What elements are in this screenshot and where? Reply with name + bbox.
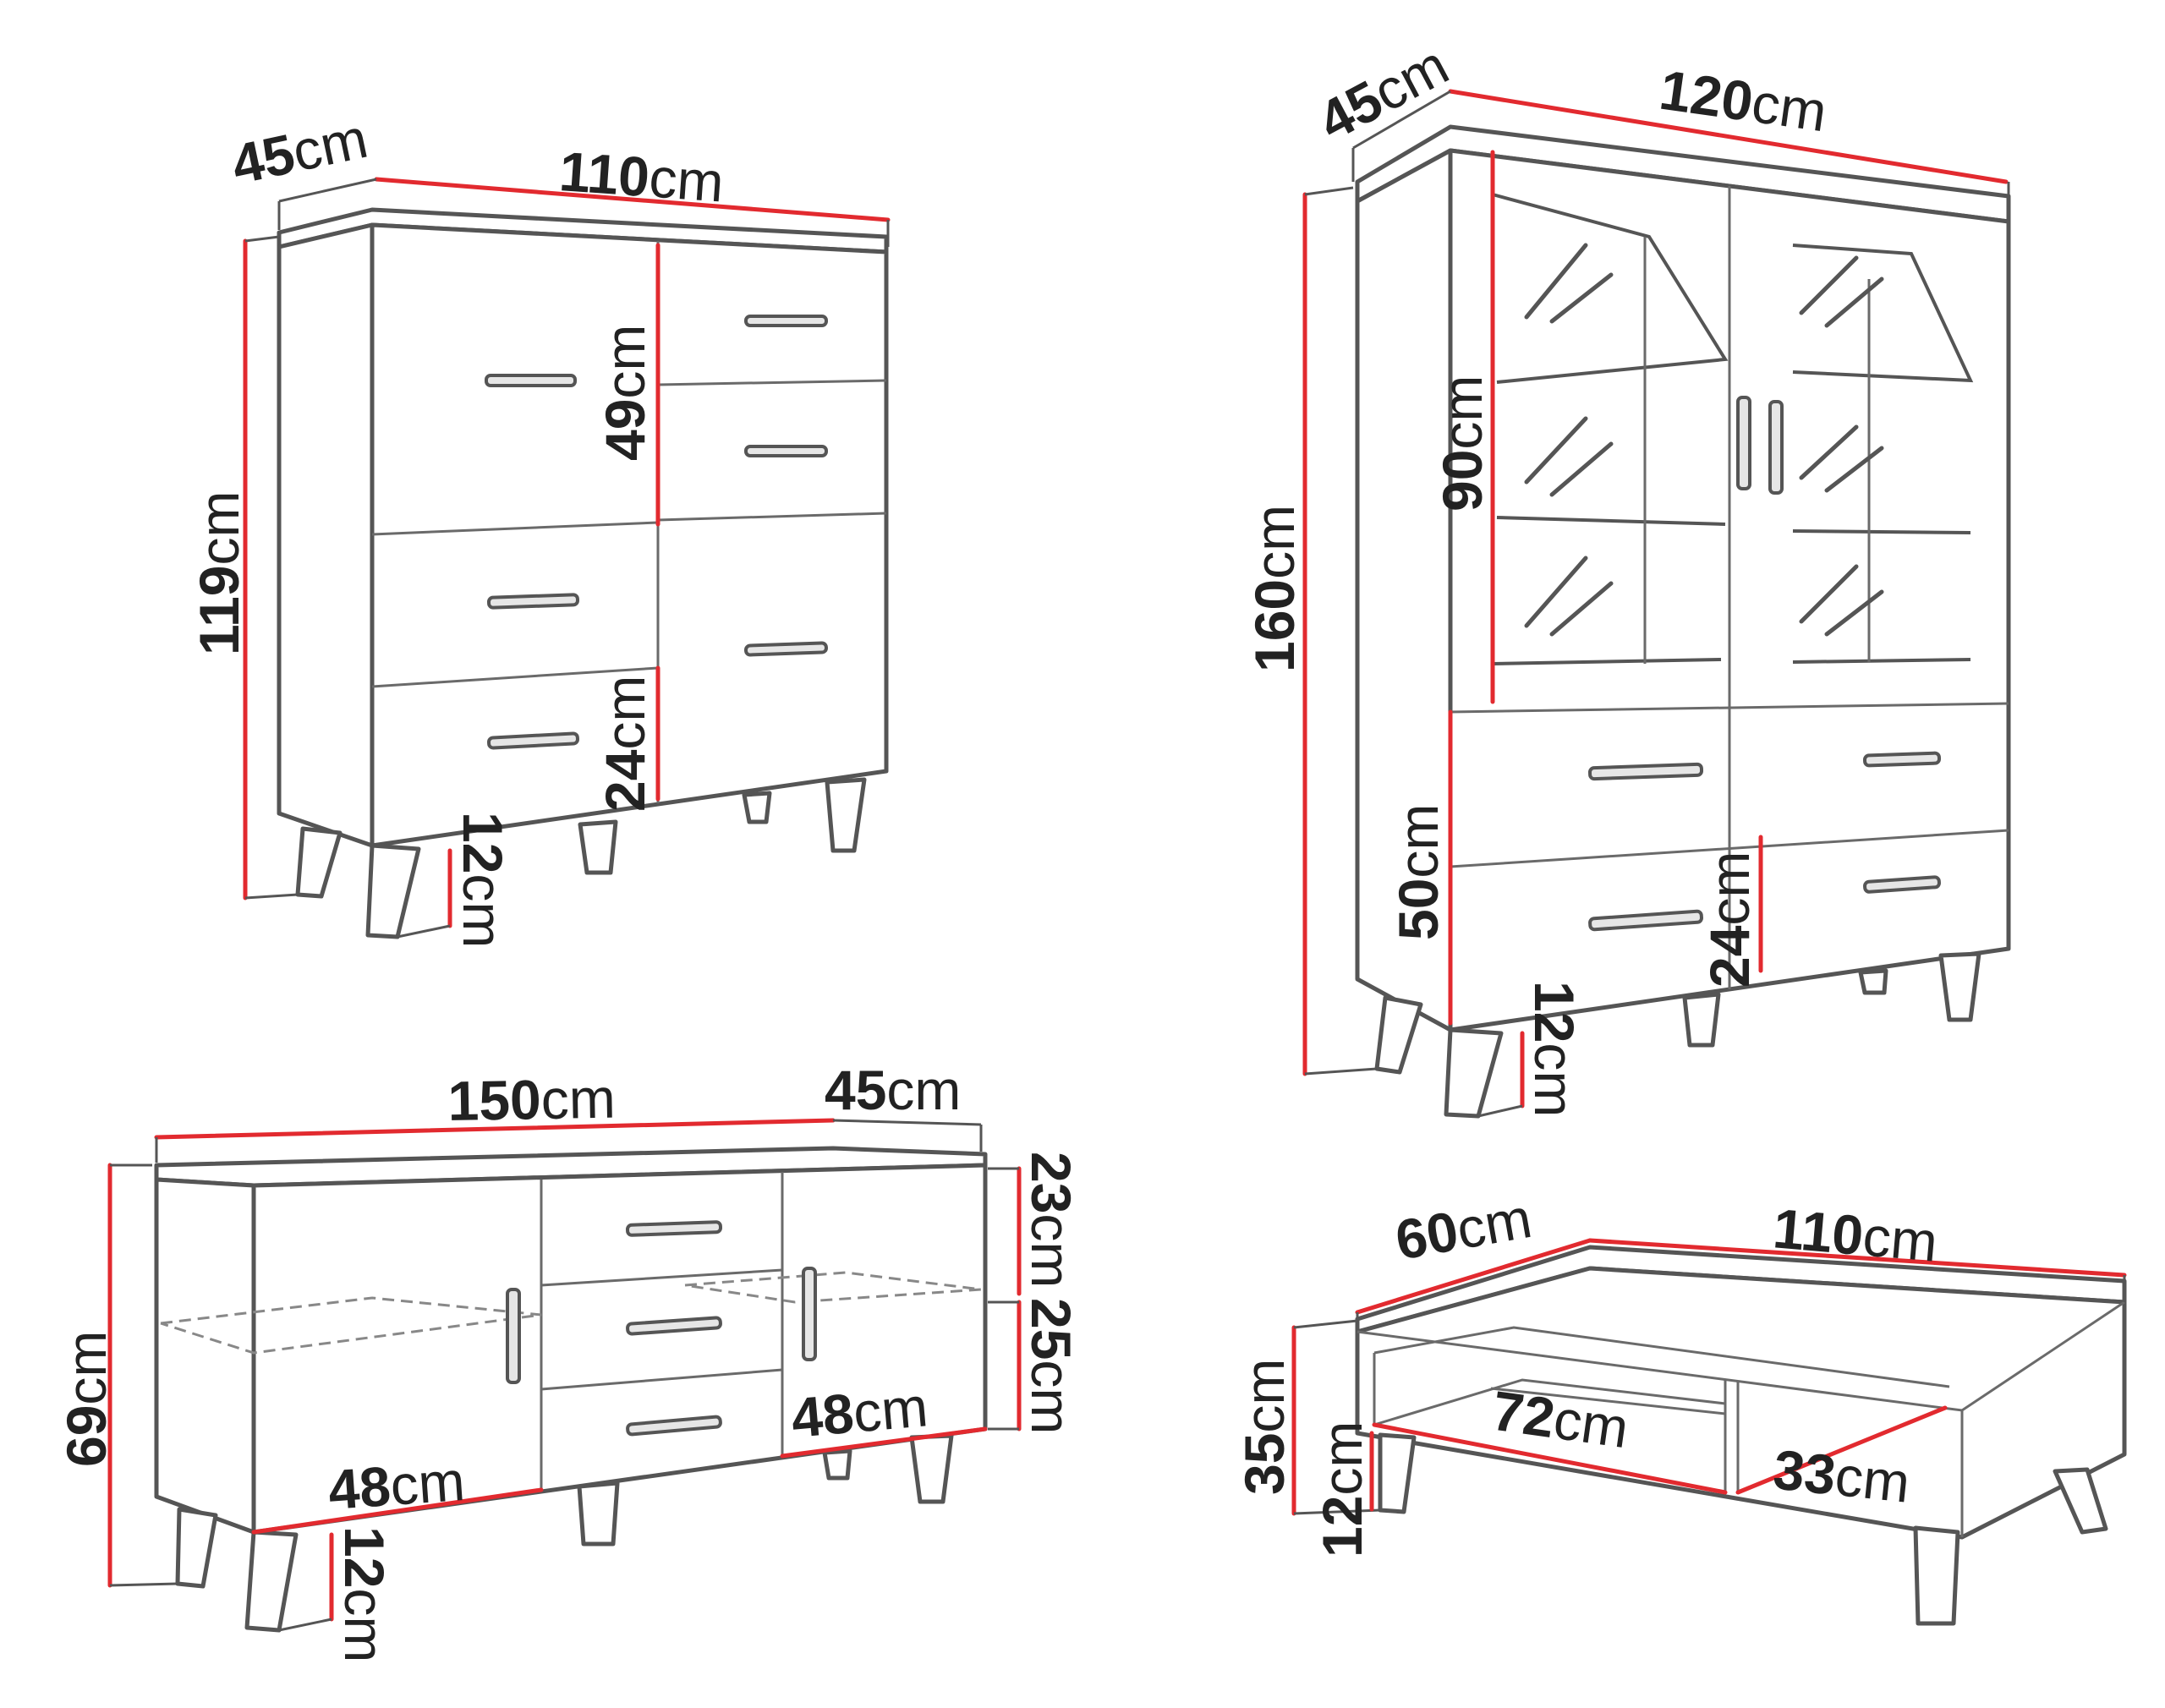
sideboard-left-door-label: 48cm	[326, 1449, 467, 1521]
highboard-upper-section-label: 49cm	[594, 325, 656, 461]
highboard-depth-label: 45cm	[227, 107, 373, 196]
sideboard-lower-compartment-label: 25cm	[1020, 1298, 1082, 1434]
sideboard-right-door-label: 48cm	[789, 1375, 930, 1449]
sideboard: 150cm 45cm 69cm 23cm 25cm 48cm 48cm 12cm	[55, 1059, 1082, 1662]
sideboard-height-label: 69cm	[55, 1331, 118, 1467]
vitrine-glass-section-label: 90cm	[1431, 375, 1494, 512]
table-width-line	[1587, 1238, 2127, 1278]
vitrine-drawer-label: 24cm	[1698, 851, 1761, 988]
table-leg-label: 12cm	[1311, 1421, 1373, 1557]
highboard-leg-label: 12cm	[452, 812, 514, 948]
sideboard-width-line	[154, 1118, 836, 1140]
vitrine-width-label: 120cm	[1656, 58, 1830, 144]
table-depth-line	[1355, 1238, 1592, 1315]
table-shelf-inner-label: 72cm	[1488, 1379, 1632, 1460]
coffee-table: 60cm 110cm 35cm 12cm 72cm 33cm	[1233, 1186, 2127, 1626]
table-depth-label: 60cm	[1391, 1186, 1537, 1272]
sideboard-depth-label: 45cm	[825, 1059, 961, 1121]
vitrine: 45cm 120cm 160cm 90cm 50cm 24cm 12cm	[1243, 33, 2011, 1119]
highboard: 45cm 110cm 119cm 49cm 24cm 12cm	[188, 107, 891, 948]
vitrine-height-label: 160cm	[1243, 505, 1306, 672]
vitrine-lower-section-label: 50cm	[1387, 804, 1450, 940]
table-width-label: 110cm	[1771, 1196, 1940, 1273]
sideboard-top-compartment-label: 23cm	[1020, 1152, 1082, 1288]
sideboard-width-label: 150cm	[447, 1067, 616, 1132]
door-handle	[485, 374, 577, 387]
highboard-drawer-label: 24cm	[594, 676, 656, 812]
vitrine-leg-label: 12cm	[1523, 981, 1586, 1117]
width-dimension-line	[374, 177, 891, 222]
table-shelf-side-label: 33cm	[1771, 1437, 1913, 1514]
highboard-height-label: 119cm	[188, 491, 250, 655]
table-height-label: 35cm	[1233, 1359, 1296, 1495]
highboard-width-label: 110cm	[557, 140, 726, 213]
sideboard-leg-label: 12cm	[333, 1526, 396, 1662]
vitrine-width-line	[1448, 89, 2009, 184]
